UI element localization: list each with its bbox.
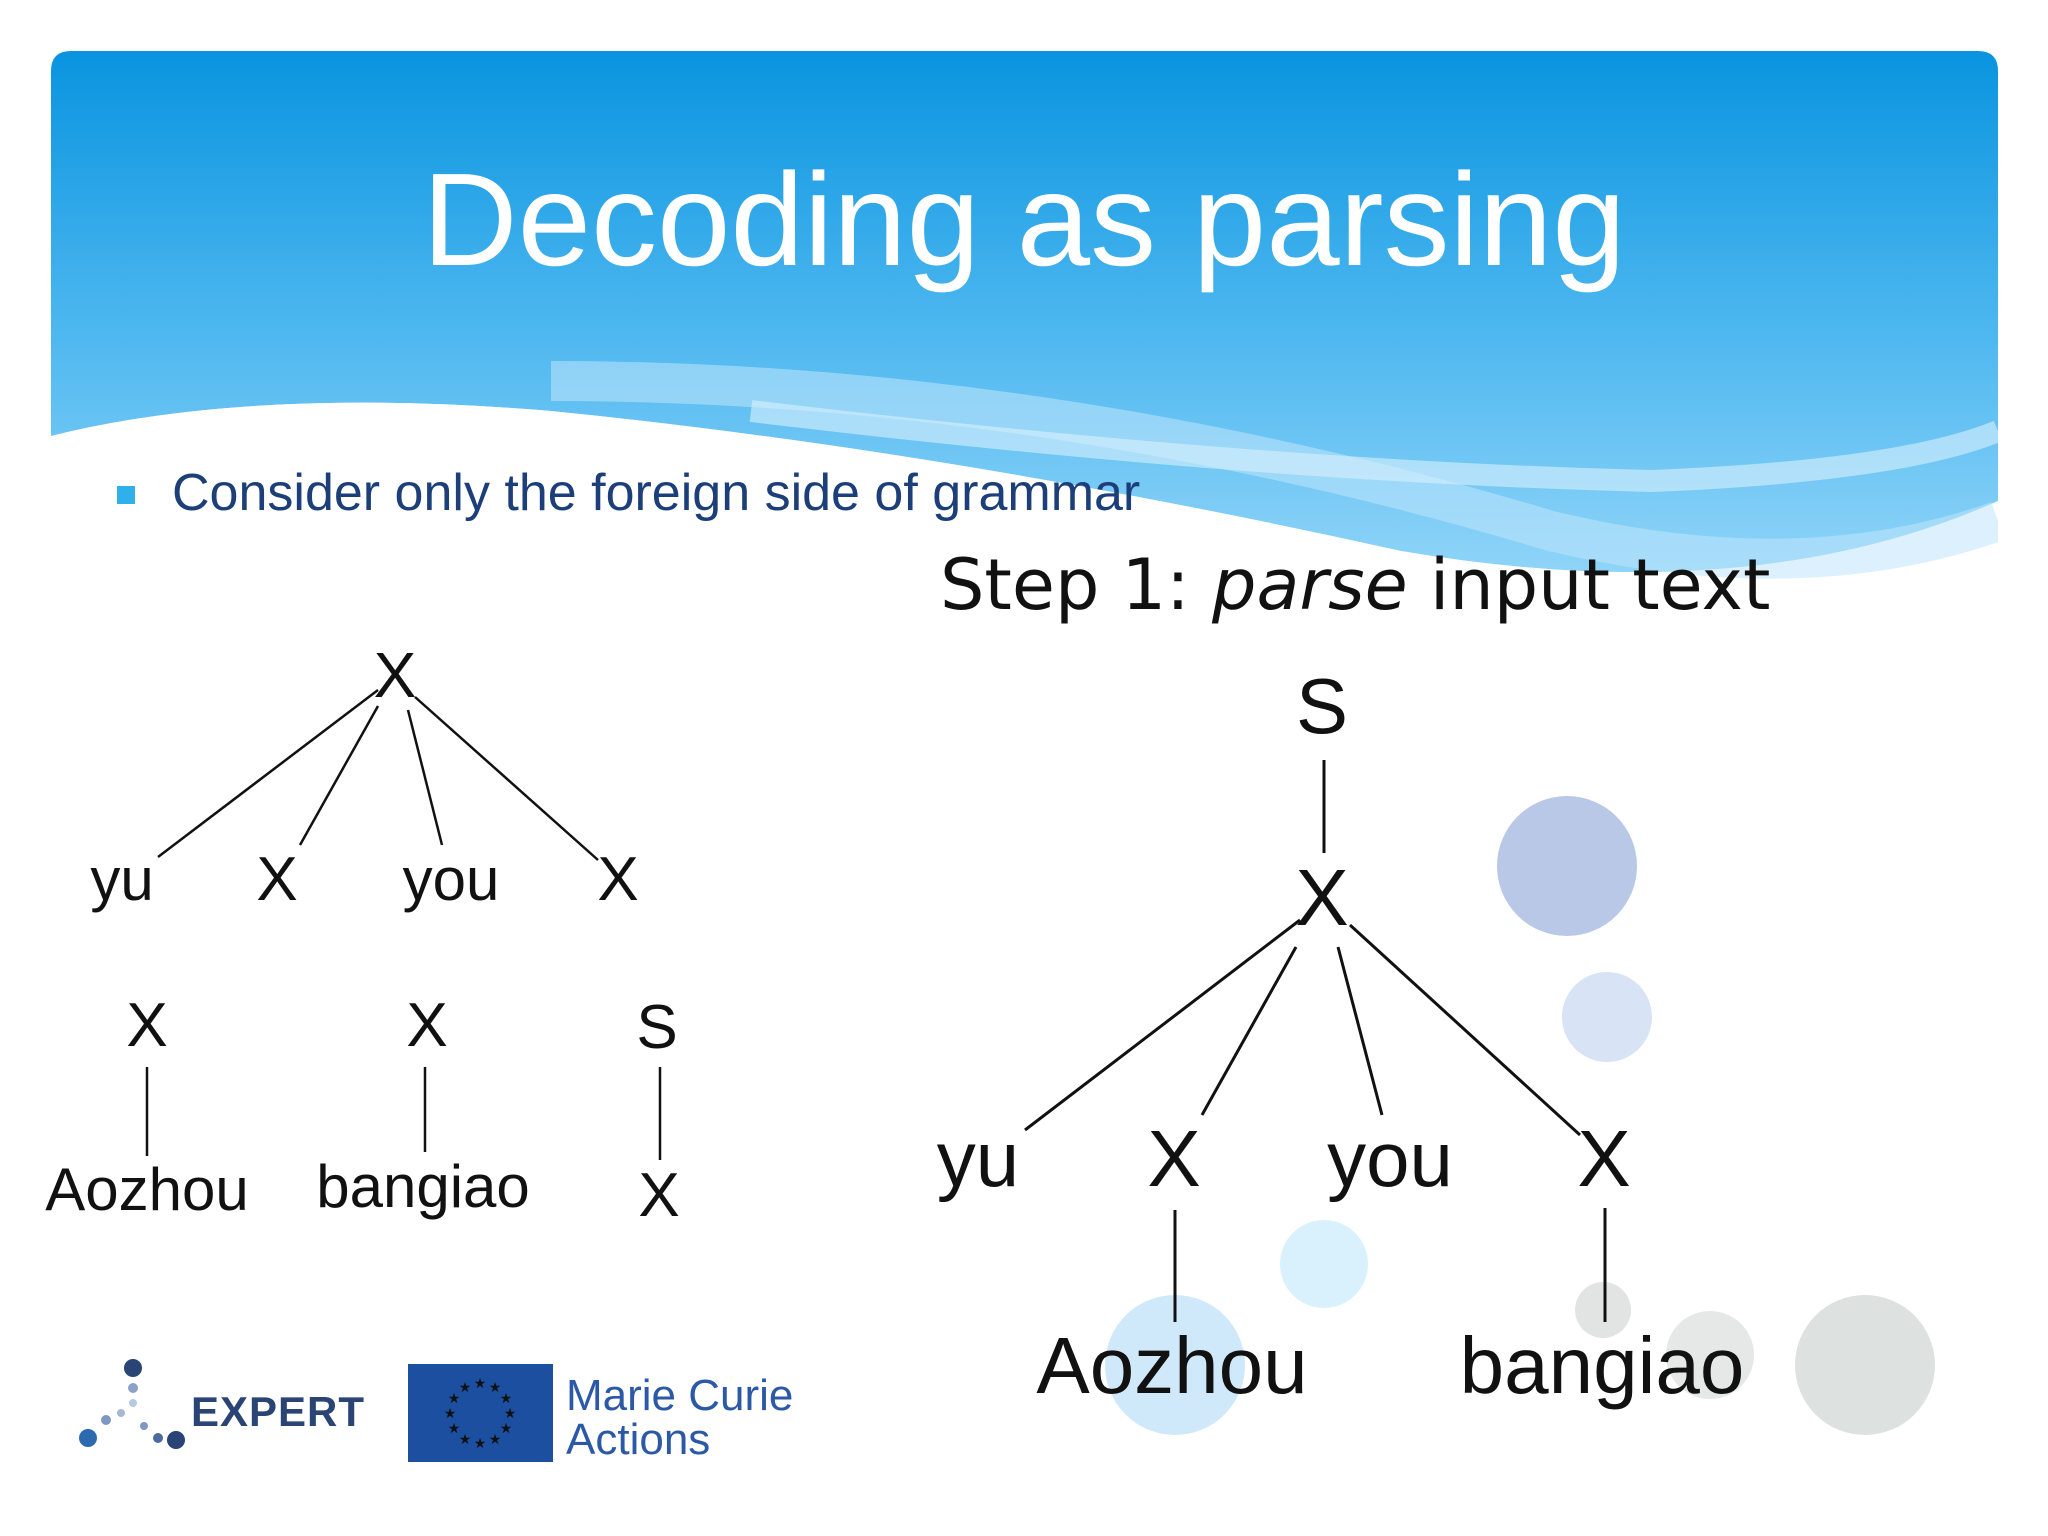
bullet-text: Consider only the foreign side of gramma… [172,464,1141,522]
expert-logo-text: EXPERT [191,1388,366,1435]
svg-text:★: ★ [500,1390,513,1406]
rule1-child-x1: X [256,845,297,914]
tree-child-x1: X [1147,1114,1200,1203]
tree-edge-3 [1336,946,1384,1116]
svg-text:★: ★ [448,1390,461,1406]
marie-curie-line1: Marie Curie [566,1371,794,1420]
rule4-root: S [636,993,677,1062]
tree-child-you: you [1327,1115,1453,1203]
rule1-edge-1 [157,689,379,858]
svg-text:★: ★ [474,1375,487,1391]
expert-logo: EXPERT [76,1358,376,1458]
tree-child-yu: yu [937,1115,1019,1203]
header-band [51,51,1998,611]
marie-curie-text: Marie Curie Actions [566,1374,793,1462]
rule3-leaf: bangiao [316,1153,530,1220]
rule1-edge-4 [414,696,599,861]
rule3-root: X [406,991,447,1060]
tree-root-s: S [1296,662,1348,750]
slide-title: Decoding as parsing [422,146,1626,293]
rule1-edge-2 [298,705,380,846]
tree-edge-2 [1200,946,1298,1116]
eu-flag-icon: ★★★ ★★★ ★★★ ★★★ [408,1364,553,1462]
tree-edge-1 [1024,918,1301,1132]
rule1-child-you: you [403,846,500,913]
tree-node-x: X [1295,853,1348,942]
step-suffix: input text [1407,544,1771,626]
rule4-leaf: X [638,1161,679,1230]
svg-text:★: ★ [459,1431,472,1447]
svg-text:★: ★ [500,1420,513,1436]
rule1-edge-3 [406,709,444,846]
svg-text:★: ★ [504,1405,517,1421]
expert-dots-icon [79,1359,185,1449]
tree-edge-4 [1348,923,1582,1137]
rule2-root: X [126,991,167,1060]
svg-text:★: ★ [448,1420,461,1436]
svg-text:★: ★ [444,1405,457,1421]
rule1-root: X [374,639,417,711]
marie-curie-line2: Actions [566,1415,711,1464]
tree-leaf-bangiao: bangiao [1460,1321,1745,1410]
rule1-child-x2: X [597,845,638,914]
tree-child-x2: X [1577,1114,1630,1203]
step-prefix: Step 1: [940,544,1213,626]
svg-text:★: ★ [489,1379,502,1395]
tree-leaf-aozhou: Aozhou [1036,1321,1307,1410]
svg-text:★: ★ [489,1431,502,1447]
bullet-square-icon [117,486,135,504]
svg-text:★: ★ [474,1435,487,1451]
marie-curie-logo: ★★★ ★★★ ★★★ ★★★ Marie Curie Actions [408,1364,808,1464]
svg-text:★: ★ [459,1379,472,1395]
rule1-child-yu: yu [90,846,153,913]
rule2-leaf: Aozhou [45,1156,249,1223]
step-caption: Step 1: parse input text [940,545,1770,625]
step-italic: parse [1212,544,1408,626]
